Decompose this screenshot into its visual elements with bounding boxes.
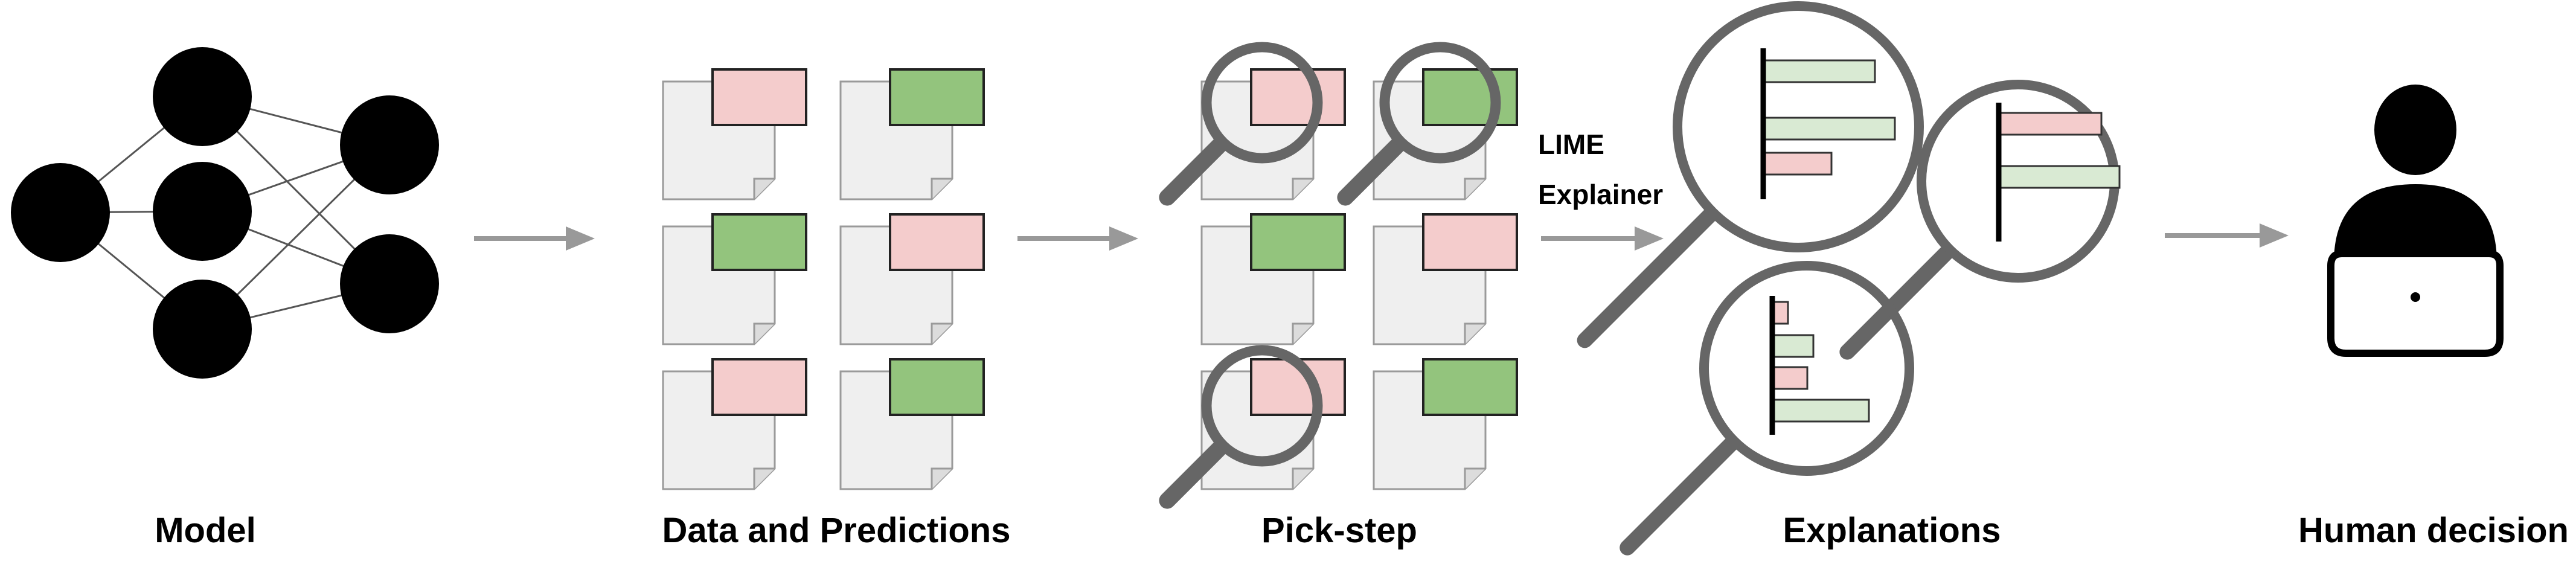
negative-prediction-label: [711, 358, 807, 416]
positive-prediction-label: [1422, 68, 1518, 126]
laptop-icon: [2327, 250, 2504, 357]
negative-weight-bar: [1998, 112, 2103, 136]
output-node: [340, 95, 439, 194]
positive-prediction-label: [1422, 358, 1518, 416]
explanations-group: [1577, 1, 2121, 556]
positive-prediction-label: [1250, 213, 1346, 271]
document-icon: [1373, 358, 1518, 490]
document-icon: [839, 213, 985, 345]
positive-prediction-label: [889, 68, 985, 126]
document-icon: [1200, 213, 1346, 345]
document-icon: [662, 68, 807, 200]
document-icon: [1200, 68, 1346, 200]
stage-label-human-decision: Human decision: [2298, 511, 2569, 550]
pick-step-grid: [1159, 42, 1518, 509]
positive-weight-bar: [1998, 165, 2121, 189]
positive-weight-bar: [1762, 117, 1896, 141]
hidden-node: [153, 162, 252, 261]
stage-label-model: Model: [155, 511, 256, 550]
person-at-laptop-icon: [2327, 85, 2504, 357]
document-icon: [662, 358, 807, 490]
magnifying-glass-icon: [1620, 261, 1914, 556]
document-icon: [662, 213, 807, 345]
data-and-predictions-grid: [662, 68, 985, 490]
magnifying-glass-icon: [1577, 1, 1924, 348]
document-icon: [839, 68, 985, 200]
output-node: [340, 234, 439, 333]
document-icon: [839, 358, 985, 490]
positive-prediction-label: [889, 358, 985, 416]
negative-weight-bar: [1771, 366, 1809, 390]
document-icon: [1200, 358, 1346, 490]
explanation-bar-chart: [1769, 296, 1870, 435]
explainer-label-line2: Explainer: [1538, 179, 1664, 210]
negative-prediction-label: [1422, 213, 1518, 271]
negative-weight-bar: [1762, 152, 1833, 176]
positive-weight-bar: [1771, 399, 1870, 423]
positive-prediction-label: [711, 213, 807, 271]
document-icon: [1373, 68, 1518, 200]
positive-weight-bar: [1762, 59, 1876, 83]
explanation-bar-chart: [1760, 48, 1896, 199]
negative-prediction-label: [711, 68, 807, 126]
magnifying-glass-icon: [1337, 42, 1501, 206]
input-node: [11, 163, 110, 262]
flow-arrow: [1541, 226, 1664, 251]
negative-prediction-label: [889, 213, 985, 271]
negative-prediction-label: [1250, 68, 1346, 126]
flow-arrow: [1017, 226, 1138, 251]
explanation-bar-chart: [1996, 103, 2121, 242]
hidden-node: [153, 280, 252, 379]
hidden-node: [153, 47, 252, 146]
stage-label-data-and-predictions: Data and Predictions: [662, 511, 1011, 550]
positive-weight-bar: [1771, 334, 1815, 358]
flow-arrow: [2165, 223, 2289, 248]
magnifying-glass-icon: [1159, 345, 1323, 509]
document-icon: [1373, 213, 1518, 345]
explainer-label-line1: LIME: [1538, 129, 1604, 160]
stage-label-explanations: Explanations: [1783, 511, 2001, 550]
magnifying-glass-icon: [1159, 42, 1323, 206]
stage-label-pick-step: Pick-step: [1261, 511, 1417, 550]
neural-network-icon: [11, 47, 439, 379]
flow-arrow: [474, 226, 595, 251]
